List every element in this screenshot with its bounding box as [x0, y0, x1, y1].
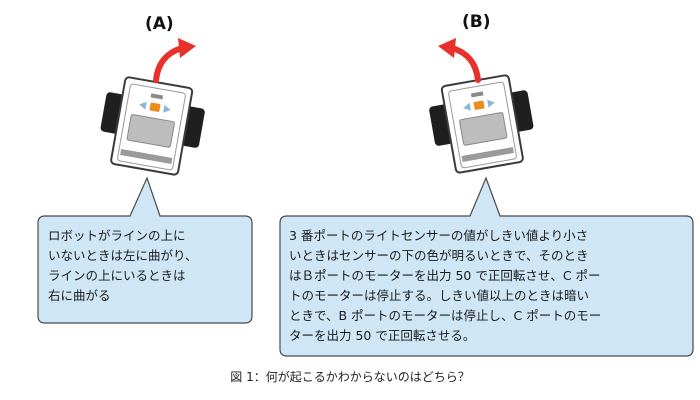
speech-bubble-a: [37, 176, 253, 324]
robot-b: [429, 74, 534, 174]
robot-a-sensor: [149, 102, 161, 112]
turn-left-arrowhead-icon: [438, 38, 456, 58]
bubble-b-line: ときで、B ポートのモーターは停止し、C ポートのモー: [289, 308, 602, 323]
robot-b-sensor: [473, 100, 485, 110]
bubble-a-line: いないときは左に曲がり、: [48, 248, 198, 263]
robot-a-bottom-strip: [120, 149, 173, 164]
bubble-a-line: ロボットがラインの上に: [48, 228, 186, 243]
robot-b-screen: [459, 112, 508, 146]
robot-b-bottom-strip: [461, 147, 514, 162]
robot-b-right-indicator: [487, 99, 495, 108]
figure-caption: 図 1：何が起こるかわからないのはどちら？: [230, 370, 470, 384]
robot-a: [100, 76, 205, 176]
robot-a-left-indicator: [139, 101, 147, 110]
robot-b-left-indicator: [463, 102, 471, 111]
bubble-b-line: はＢポートのモーターを出力 50 で正回転させ、C ポー: [289, 268, 601, 283]
bubble-b-text: 3 番ポートのライトセンサーの値がしきい値より小さ いときはセンサーの下の色が明…: [289, 226, 684, 346]
speech-bubble-b: [279, 176, 694, 357]
bubble-b-line: ターを出力 50 で正回転させる。: [289, 328, 476, 343]
turn-right-arrowhead-icon: [178, 38, 196, 58]
bubble-a-line: ラインの上にいるときは: [48, 268, 186, 283]
bubble-a-line: 右に曲がる: [48, 288, 111, 303]
bubble-b-line: トのモーターは停止する。しきい値以上のときは暗い: [289, 288, 590, 303]
label-a: (A): [145, 14, 174, 34]
robot-b-top-bar: [470, 91, 484, 98]
robot-a-top-bar: [150, 93, 164, 100]
robot-a-screen: [126, 114, 175, 148]
label-b: (B): [462, 12, 491, 32]
robot-a-right-indicator: [163, 104, 171, 113]
turn-left-arrow-icon: [449, 45, 481, 83]
bubble-a-text: ロボットがラインの上に いないときは左に曲がり、 ラインの上にいるときは 右に曲…: [48, 226, 248, 306]
bubble-b-line: 3 番ポートのライトセンサーの値がしきい値より小さ: [289, 228, 589, 243]
turn-right-arrow-icon: [153, 45, 185, 83]
bubble-b-line: いときはセンサーの下の色が明るいときで、そのとき: [289, 248, 589, 263]
